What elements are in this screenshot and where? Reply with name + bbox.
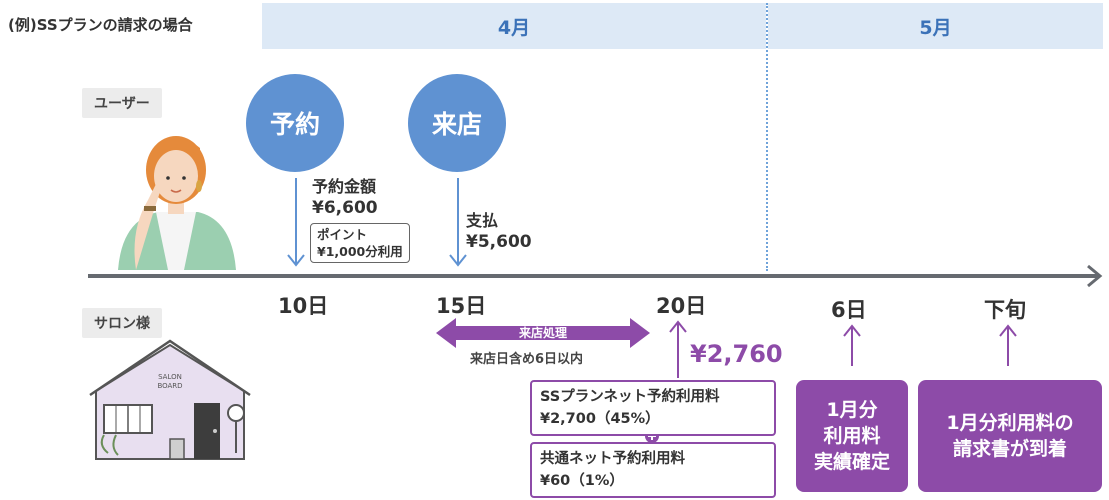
reserve-down-arrow <box>287 178 305 267</box>
ss-fee-box: SSプランネット予約利用料 ¥2,700（45%） <box>530 380 776 436</box>
visit-process-note: 来店日含め6日以内 <box>470 352 584 367</box>
invoice-arrival-box: 1月分利用料の 請求書が到着 <box>918 380 1102 492</box>
common-fee-label: 共通ネット予約利用料 <box>540 451 685 467</box>
timeline-axis <box>88 264 1103 288</box>
confirm-line-2: 利用料 <box>823 425 881 447</box>
month-april: 4月 <box>262 3 766 49</box>
invoice-up-arrow <box>999 324 1017 366</box>
common-fee-amount: ¥60（1%） <box>540 473 624 489</box>
visit-process-label: 来店処理 <box>518 326 567 340</box>
reserve-amount-label: 予約金額 <box>312 177 377 196</box>
reserve-amount: ¥6,600 <box>312 198 378 218</box>
payment-label: 支払 <box>466 211 499 230</box>
common-fee-box: 共通ネット予約利用料 ¥60（1%） <box>530 442 776 498</box>
point-box: ポイント ¥1,000分利用 <box>310 223 410 263</box>
user-row-tag: ユーザー <box>82 88 162 118</box>
point-amount: ¥1,000分利用 <box>317 244 403 259</box>
salon-illustration: SALON BOARD <box>89 339 251 460</box>
payment-amount: ¥5,600 <box>466 232 532 252</box>
salon-sign-line-1: SALON <box>158 373 182 381</box>
day-6: 6日 <box>831 298 867 322</box>
invoice-line-2: 請求書が到着 <box>952 438 1067 460</box>
month-divider <box>766 3 768 271</box>
day-10: 10日 <box>278 294 329 318</box>
usage-confirmed-box: 1月分 利用料 実績確定 <box>796 380 908 492</box>
month-may: 5月 <box>768 3 1103 49</box>
fee-up-arrow <box>669 320 687 378</box>
visit-down-arrow <box>449 178 467 267</box>
fee-total: ¥2,760 <box>690 340 783 368</box>
reserve-circle: 予約 <box>246 74 344 172</box>
user-illustration <box>118 136 236 270</box>
ss-fee-label: SSプランネット予約利用料 <box>540 389 720 405</box>
confirm-line-3: 実績確定 <box>813 451 890 473</box>
confirm-up-arrow <box>843 324 861 366</box>
invoice-line-1: 1月分利用料の <box>946 412 1074 434</box>
point-label: ポイント <box>317 227 368 242</box>
diagram-caption: (例)SSプランの請求の場合 <box>8 16 193 34</box>
salon-row-tag: サロン様 <box>82 308 162 338</box>
visit-process-arrow <box>436 318 650 348</box>
visit-circle: 来店 <box>408 74 506 172</box>
confirm-line-1: 1月分 <box>826 399 878 421</box>
salon-sign-line-2: BOARD <box>157 382 182 390</box>
day-late: 下旬 <box>984 298 1026 322</box>
day-20: 20日 <box>656 294 707 318</box>
ss-fee-amount: ¥2,700（45%） <box>540 411 660 427</box>
day-15: 15日 <box>436 294 487 318</box>
